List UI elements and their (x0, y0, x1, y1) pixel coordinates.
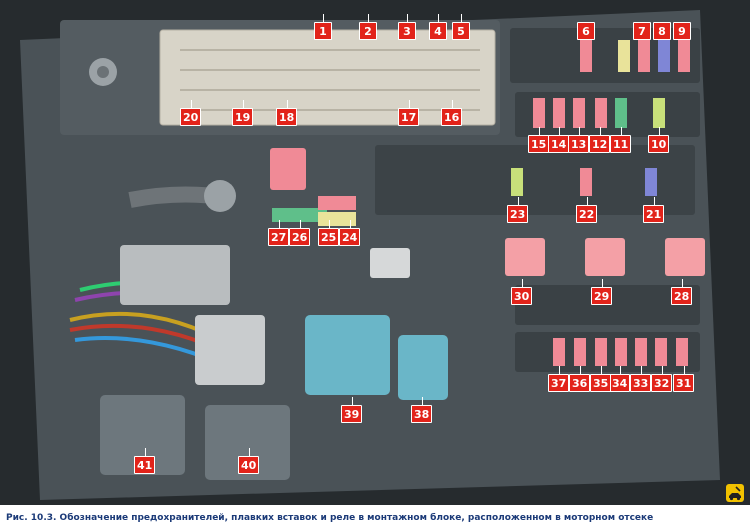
callout-40: 40 (238, 448, 260, 474)
callout-23: 23 (507, 197, 529, 223)
fuse-box-illustration (20, 10, 720, 500)
callout-16: 16 (441, 100, 463, 126)
callout-2: 2 (359, 14, 377, 40)
callout-37: 37 (548, 366, 570, 392)
callout-6: 6 (577, 22, 595, 40)
callout-10: 10 (648, 127, 670, 153)
callout-5: 5 (452, 14, 470, 40)
callout-18: 18 (276, 100, 298, 126)
callout-4: 4 (429, 14, 447, 40)
callout-39: 39 (341, 397, 363, 423)
callout-15: 15 (528, 127, 550, 153)
callout-24: 24 (339, 220, 361, 246)
callout-7: 7 (633, 22, 651, 40)
callout-27: 27 (268, 220, 290, 246)
callout-1: 1 (314, 14, 332, 40)
callout-17: 17 (398, 100, 420, 126)
callout-22: 22 (576, 197, 598, 223)
callout-41: 41 (134, 448, 156, 474)
callout-20: 20 (180, 100, 202, 126)
callout-26: 26 (289, 220, 311, 246)
callout-9: 9 (673, 22, 691, 40)
callout-8: 8 (653, 22, 671, 40)
figure-caption: Рис. 10.3. Обозначение предохранителей, … (6, 513, 654, 523)
callout-19: 19 (232, 100, 254, 126)
callout-21: 21 (643, 197, 665, 223)
callout-25: 25 (318, 220, 340, 246)
callout-34: 34 (609, 366, 631, 392)
wrench-car-icon (726, 484, 744, 502)
callout-12: 12 (589, 127, 611, 153)
callout-33: 33 (630, 366, 652, 392)
callout-29: 29 (591, 279, 613, 305)
callout-38: 38 (411, 397, 433, 423)
callout-32: 32 (651, 366, 673, 392)
callout-13: 13 (568, 127, 590, 153)
callout-11: 11 (610, 127, 632, 153)
callout-36: 36 (569, 366, 591, 392)
fuse-box-photo: 1 2 3 4 5 6 7 8 9 10 11 12 13 14 15 16 1… (0, 0, 750, 505)
callout-30: 30 (511, 279, 533, 305)
callout-35: 35 (590, 366, 612, 392)
callout-31: 31 (673, 366, 695, 392)
callout-14: 14 (548, 127, 570, 153)
callout-28: 28 (671, 279, 693, 305)
callout-3: 3 (398, 14, 416, 40)
